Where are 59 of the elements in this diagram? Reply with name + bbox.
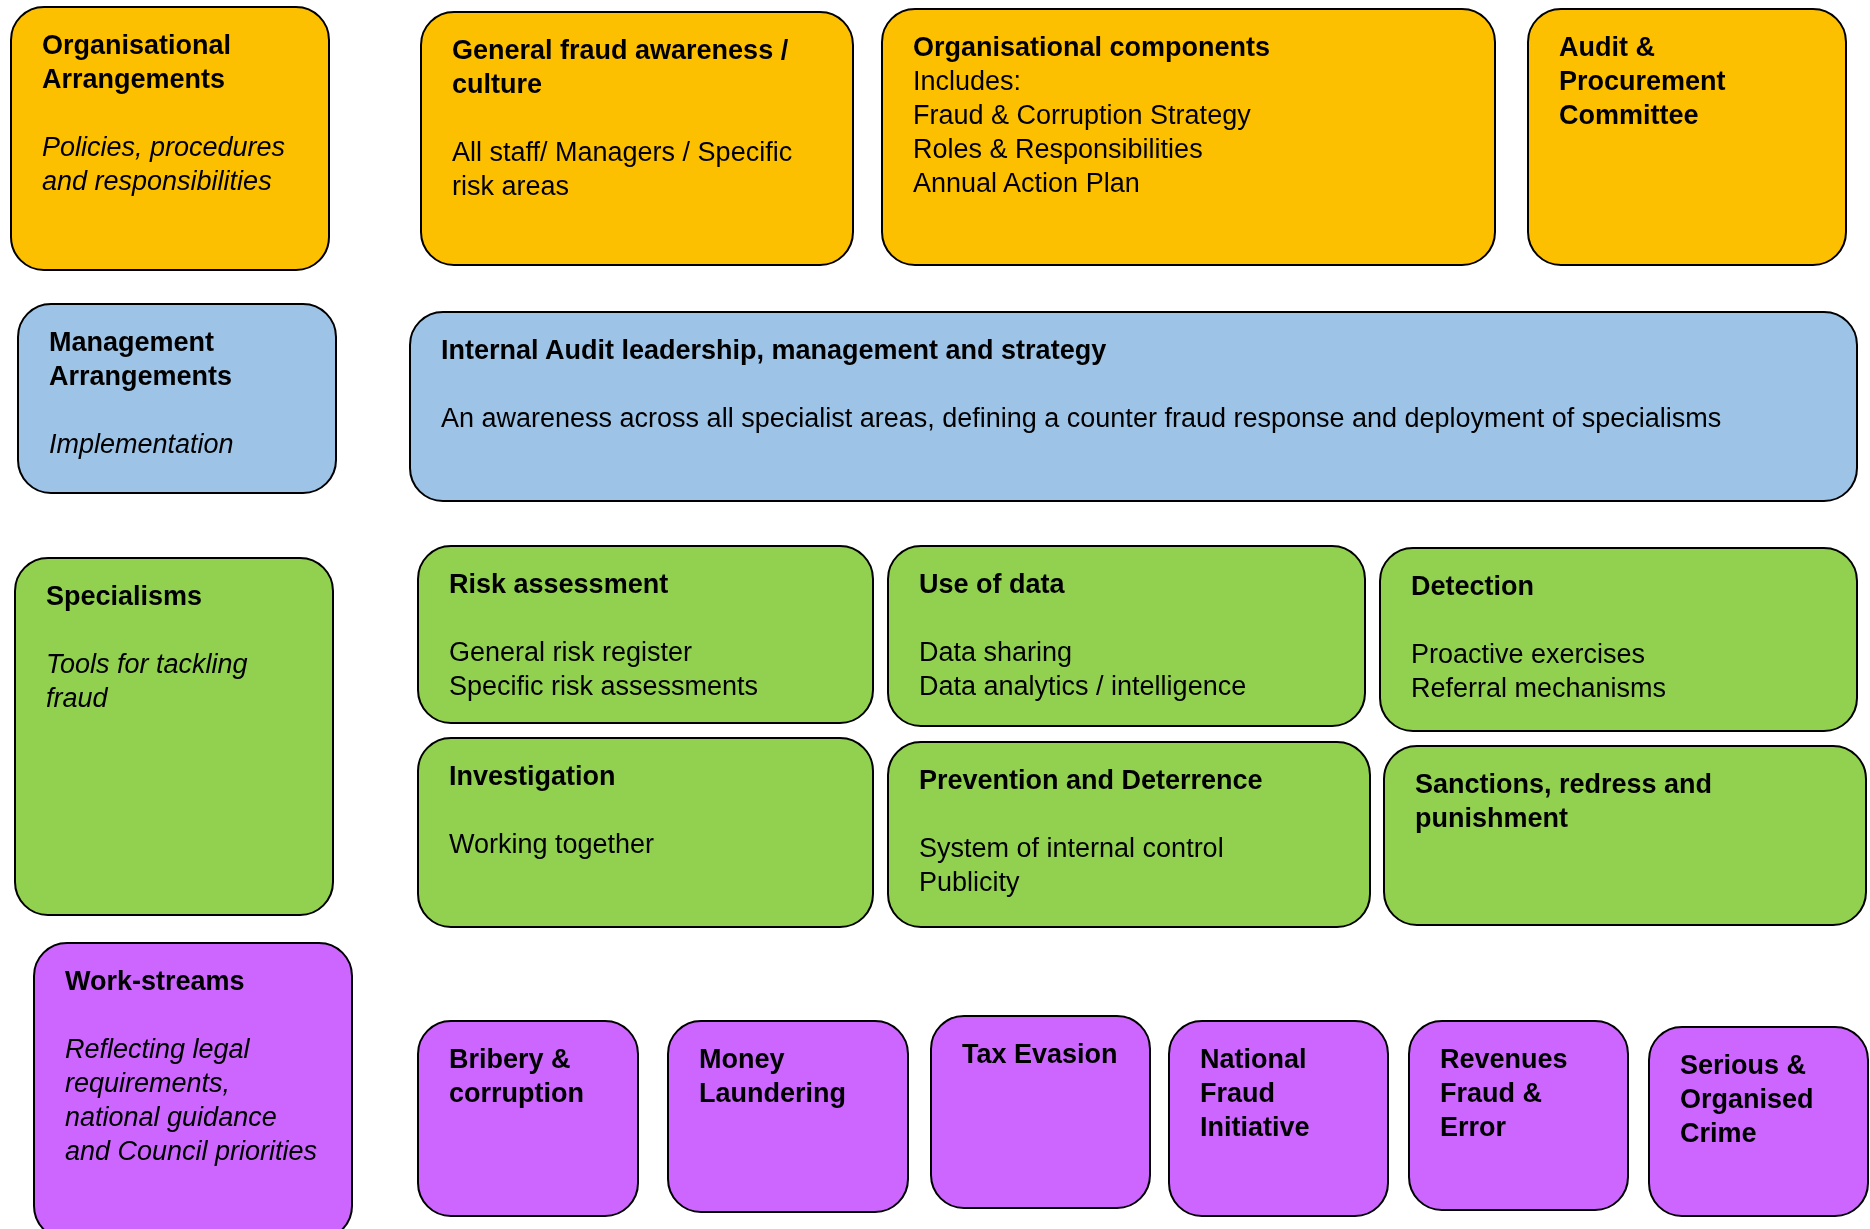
category-box xyxy=(1648,1026,1869,1217)
category-box xyxy=(1379,547,1858,732)
box-heading: Specialisms xyxy=(46,580,204,613)
box-text: Referral mechanisms xyxy=(1411,672,1668,705)
category-box xyxy=(14,557,334,916)
box-heading: Use of data xyxy=(919,568,1066,601)
box-heading: Investigation xyxy=(449,760,617,793)
box-heading: Detection xyxy=(1411,570,1536,603)
category-box xyxy=(930,1015,1151,1209)
box-heading: Money Laundering xyxy=(699,1043,847,1110)
box-heading: Sanctions, redress and punishment xyxy=(1415,768,1714,835)
category-box xyxy=(10,6,330,271)
box-heading: Serious & Organised Crime xyxy=(1680,1049,1815,1150)
category-box xyxy=(409,311,1858,502)
box-text: Policies, procedures and responsibilities xyxy=(42,131,287,198)
category-box xyxy=(417,1020,639,1217)
box-text: Roles & Responsibilities xyxy=(913,133,1204,166)
box-heading: Internal Audit leadership, management and strategy xyxy=(441,334,1108,367)
box-heading: Organisational components xyxy=(913,31,1272,64)
category-box xyxy=(1383,745,1867,926)
box-text: Data sharing xyxy=(919,636,1074,669)
box-text: Reflecting legal requirements, national guidance and Council priorities xyxy=(65,1033,319,1168)
box-heading: Organisational Arrangements xyxy=(42,29,233,96)
box-heading: Revenues Fraud & Error xyxy=(1440,1043,1569,1144)
category-box xyxy=(667,1020,909,1213)
box-text: Publicity xyxy=(919,866,1021,899)
category-box xyxy=(417,545,874,724)
box-text: Specific risk assessments xyxy=(449,670,760,703)
box-heading: National Fraud Initiative xyxy=(1200,1043,1311,1144)
box-text: Tools for tackling fraud xyxy=(46,648,249,715)
box-text: Working together xyxy=(449,828,656,861)
category-box xyxy=(417,737,874,928)
box-heading: Prevention and Deterrence xyxy=(919,764,1264,797)
box-text: Includes: xyxy=(913,65,1023,98)
box-heading: Bribery & corruption xyxy=(449,1043,585,1110)
box-heading: Tax Evasion xyxy=(962,1038,1119,1071)
box-heading: Work-streams xyxy=(65,965,246,998)
category-box xyxy=(887,545,1366,727)
box-heading: General fraud awareness / culture xyxy=(452,34,790,101)
category-box xyxy=(17,303,337,494)
box-text: All staff/ Managers / Specific risk areas xyxy=(452,136,794,203)
box-text: Proactive exercises xyxy=(1411,638,1647,671)
box-text: Data analytics / intelligence xyxy=(919,670,1248,703)
category-box xyxy=(420,11,854,266)
category-box xyxy=(1527,8,1847,266)
box-text: System of internal control xyxy=(919,832,1225,865)
category-box xyxy=(887,741,1371,928)
category-box xyxy=(1408,1020,1629,1211)
category-box xyxy=(881,8,1496,266)
box-heading: Risk assessment xyxy=(449,568,670,601)
box-text: Fraud & Corruption Strategy xyxy=(913,99,1252,132)
category-box xyxy=(33,942,353,1229)
box-text: An awareness across all specialist areas, defining a counter fraud response and deployment of specialisms xyxy=(441,402,1723,435)
box-heading: Management Arrangements xyxy=(49,326,234,393)
box-text: General risk register xyxy=(449,636,694,669)
category-box xyxy=(1168,1020,1389,1217)
box-text: Implementation xyxy=(49,428,235,461)
box-heading: Audit & Procurement Committee xyxy=(1559,31,1727,132)
box-text: Annual Action Plan xyxy=(913,167,1141,200)
